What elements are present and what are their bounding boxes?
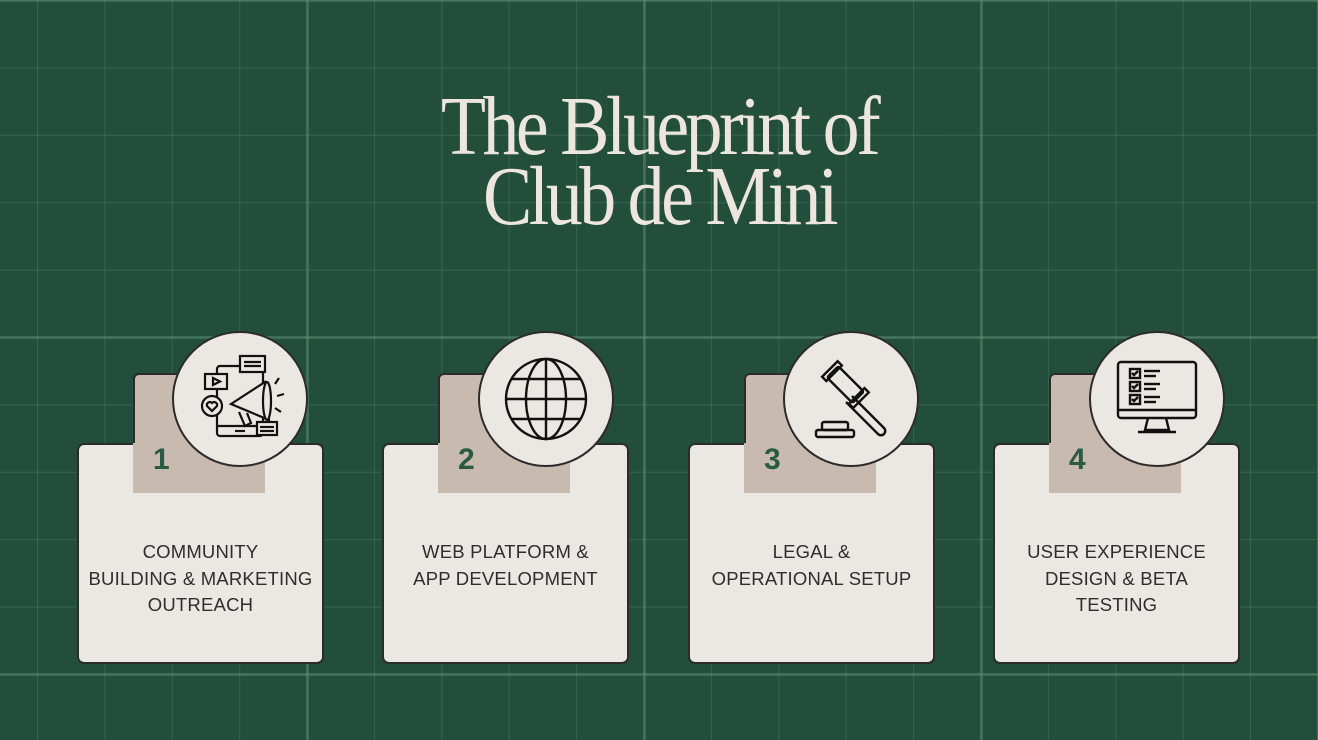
step-2-icon-circle	[478, 331, 614, 467]
label-line: BUILDING & MARKETING	[88, 567, 313, 589]
label-line: OUTREACH	[147, 594, 254, 615]
step-3-icon-circle	[783, 331, 919, 467]
gavel-icon	[814, 359, 887, 439]
step-3-number: 3	[764, 443, 781, 476]
label-line: COMMUNITY	[142, 541, 259, 562]
step-4-number: 4	[1069, 443, 1086, 476]
title-line-1: The Blueprint of	[440, 80, 881, 173]
step-1-number: 1	[153, 443, 170, 476]
label-line: USER EXPERIENCE	[1027, 541, 1206, 562]
step-4-icon-circle	[1089, 331, 1225, 467]
step-1-label: COMMUNITY BUILDING & MARKETING OUTREACH	[79, 539, 322, 619]
step-1-icon-circle	[172, 331, 308, 467]
megaphone-social-media-icon	[200, 354, 285, 438]
step-2-number: 2	[458, 443, 475, 476]
step-2-card: WEB PLATFORM & APP DEVELOPMENT	[382, 443, 629, 664]
step-4-label: USER EXPERIENCE DESIGN & BETA TESTING	[995, 539, 1238, 619]
step-3-label: LEGAL & OPERATIONAL SETUP	[690, 539, 933, 592]
label-line: OPERATIONAL SETUP	[711, 567, 912, 589]
title-line-2: Club de Mini	[482, 150, 839, 243]
step-2-label: WEB PLATFORM & APP DEVELOPMENT	[384, 539, 627, 592]
label-line: DESIGN & BETA	[1044, 567, 1189, 589]
label-line: WEB PLATFORM &	[422, 541, 589, 562]
label-line: TESTING	[1075, 594, 1158, 615]
page-title: The Blueprint of Club de Mini	[0, 80, 1318, 243]
label-line: LEGAL &	[772, 541, 851, 562]
monitor-checklist-icon	[1116, 360, 1198, 434]
globe-icon	[504, 357, 588, 441]
label-line: APP DEVELOPMENT	[413, 567, 598, 589]
